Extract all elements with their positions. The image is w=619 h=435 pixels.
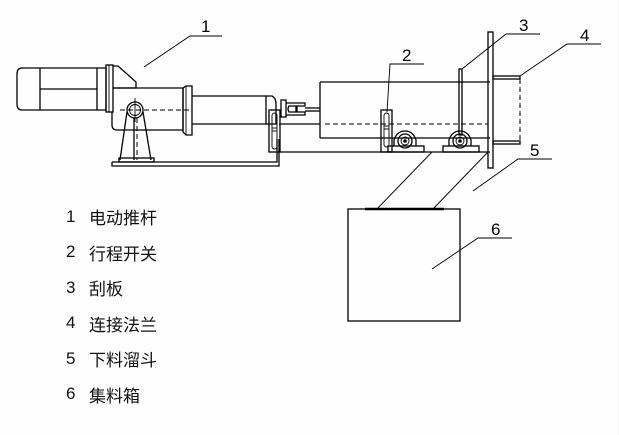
scraper-blade bbox=[458, 68, 463, 136]
callout-6-leader bbox=[431, 237, 512, 270]
callout-1-number: 1 bbox=[201, 17, 210, 36]
callout-6-number: 6 bbox=[491, 220, 500, 239]
motor-body bbox=[16, 67, 107, 111]
clevis-plate bbox=[280, 99, 287, 118]
rod-clevis bbox=[286, 102, 306, 116]
flange-plate bbox=[487, 31, 494, 169]
gearbox-housing bbox=[111, 87, 184, 131]
motor-flange bbox=[105, 64, 114, 113]
scraper-plate bbox=[458, 33, 540, 136]
legend-number: 4 bbox=[66, 313, 76, 333]
legend-item: 5 下料溜斗 bbox=[66, 341, 157, 377]
chute-left-wall bbox=[375, 151, 433, 211]
callout-2-number: 2 bbox=[402, 46, 411, 65]
legend-label: 行程开关 bbox=[89, 244, 157, 265]
callout-1-leader bbox=[143, 35, 222, 68]
legend-label: 下料溜斗 bbox=[89, 351, 157, 372]
legend-number: 2 bbox=[66, 242, 76, 262]
legend-label: 连接法兰 bbox=[89, 315, 157, 336]
flange-pipe-bottom bbox=[492, 140, 521, 145]
chute-right-wall bbox=[431, 151, 489, 211]
legend-item: 6 集料箱 bbox=[66, 377, 157, 413]
callout-4-leader bbox=[519, 43, 601, 77]
callout-3-number: 3 bbox=[519, 16, 528, 35]
collecting-box bbox=[347, 207, 512, 322]
connecting-flange bbox=[487, 31, 601, 169]
parts-legend: 1 电动推杆 2 行程开关 3 刮板 4 连接法兰 5 下料溜斗 6 集料箱 bbox=[66, 199, 157, 412]
flange-pipe-top bbox=[492, 75, 521, 80]
collecting-box-body bbox=[347, 208, 461, 322]
legend-item: 3 刮板 bbox=[66, 270, 157, 306]
legend-label: 刮板 bbox=[89, 280, 123, 301]
rod-tube-end bbox=[265, 95, 277, 125]
bearing-block-2 bbox=[442, 130, 480, 153]
limit-switch-body bbox=[380, 109, 393, 153]
rod-switch-bracket bbox=[268, 109, 281, 153]
bearing-block-1 bbox=[387, 130, 425, 153]
support-legs bbox=[119, 111, 152, 161]
legend-number: 1 bbox=[66, 206, 76, 226]
legend-number: 5 bbox=[66, 348, 76, 368]
legend-item: 4 连接法兰 bbox=[66, 306, 157, 342]
callout-2-leader bbox=[386, 63, 424, 113]
callout-5-number: 5 bbox=[530, 141, 539, 160]
discharge-chute bbox=[375, 151, 552, 211]
legend-item: 2 行程开关 bbox=[66, 235, 157, 271]
callout-3-leader bbox=[461, 33, 540, 70]
limit-switch bbox=[380, 63, 424, 153]
legend-label: 集料箱 bbox=[89, 386, 140, 407]
legend-item: 1 电动推杆 bbox=[66, 199, 157, 235]
legend-number: 3 bbox=[66, 277, 76, 297]
callout-4-number: 4 bbox=[580, 26, 589, 45]
legend-number: 6 bbox=[66, 384, 76, 404]
electric-push-rod bbox=[16, 35, 320, 167]
callout-5-leader bbox=[472, 158, 552, 192]
legend-label: 电动推杆 bbox=[89, 209, 157, 230]
gearbox-top bbox=[113, 65, 137, 89]
